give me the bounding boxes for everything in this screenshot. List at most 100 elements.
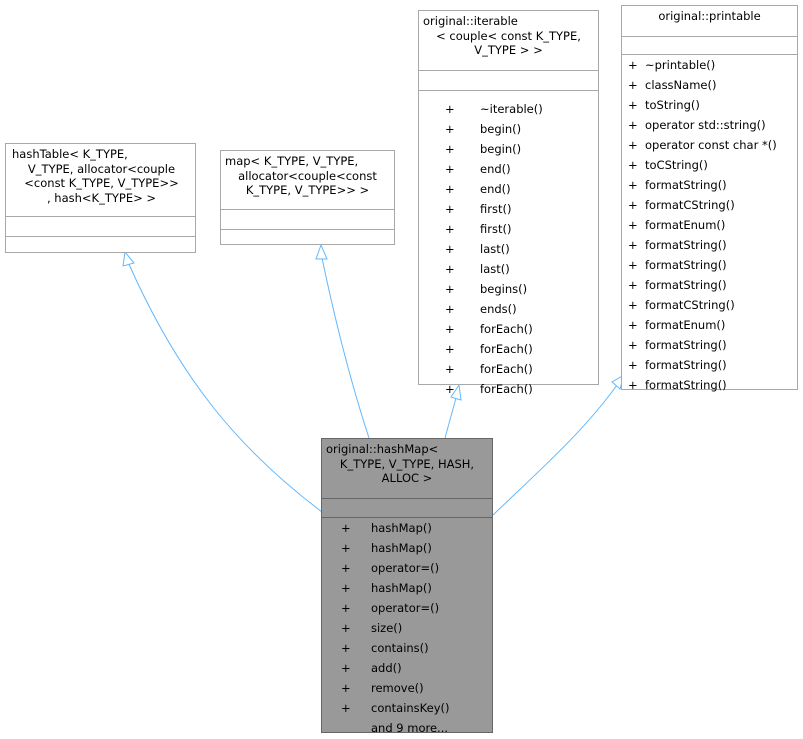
visibility-marker: + (628, 138, 638, 152)
printable-member-row[interactable]: +toString() (622, 95, 797, 115)
attributes-section (6, 216, 195, 236)
printable-member-row[interactable]: +toCString() (622, 155, 797, 175)
printable-member-row[interactable]: +~printable() (622, 55, 797, 75)
hashmap-member-row[interactable]: +add() (322, 658, 492, 678)
visibility-marker: + (341, 541, 351, 555)
visibility-marker: + (445, 222, 455, 236)
printable-member-row[interactable]: +className() (622, 75, 797, 95)
visibility-marker: + (445, 262, 455, 276)
class-box-printable[interactable]: original::printable +~printable()+classN… (621, 5, 798, 392)
member-name: and 9 more... (371, 721, 449, 735)
printable-member-row[interactable]: +formatCString() (622, 295, 797, 315)
visibility-marker: + (445, 202, 455, 216)
iterable-member-row[interactable]: +end() (419, 179, 598, 199)
iterable-member-row[interactable]: + ends() (419, 299, 598, 319)
iterable-member-row[interactable]: + last() (419, 239, 598, 259)
iterable-member-row[interactable]: +end() (419, 159, 598, 179)
member-name: formatString() (645, 238, 727, 252)
iterable-member-row[interactable]: + forEach() (419, 359, 598, 379)
printable-member-row[interactable]: +formatCString() (622, 195, 797, 215)
iterable-member-row[interactable]: + begin() (419, 119, 598, 139)
class-box-hashtable[interactable]: hashTable< K_TYPE, V_TYPE, allocator<cou… (5, 143, 196, 253)
printable-member-row[interactable]: +formatEnum() (622, 315, 797, 335)
member-name: begin() (480, 142, 522, 156)
printable-member-row[interactable]: + operator std::string() (622, 115, 797, 135)
iterable-member-row[interactable]: +begins() (419, 279, 598, 299)
visibility-marker: + (445, 302, 455, 316)
visibility-marker: + (445, 382, 455, 396)
iterable-member-row[interactable]: +first() (419, 199, 598, 219)
iterable-member-row[interactable]: +first() (419, 219, 598, 239)
iterable-member-row[interactable]: +forEach() (419, 319, 598, 339)
hashmap-member-row[interactable]: +hashMap() (322, 518, 492, 538)
member-name: forEach() (480, 382, 533, 396)
class-box-hashmap[interactable]: original::hashMap< K_TYPE, V_TYPE, HASH,… (321, 438, 493, 735)
visibility-marker: + (445, 102, 455, 116)
member-name: operator=() (371, 601, 440, 615)
hashmap-member-row[interactable]: + hashMap() (322, 538, 492, 558)
iterable-member-row[interactable]: + forEach() (419, 379, 598, 399)
printable-member-row[interactable]: +formatString() (622, 375, 797, 395)
printable-member-row[interactable]: +formatString() (622, 175, 797, 195)
visibility-marker: + (628, 98, 638, 112)
printable-member-row[interactable]: +formatEnum() (622, 215, 797, 235)
title-line: K_TYPE, V_TYPE>> > (245, 183, 370, 197)
visibility-marker: + (445, 242, 455, 256)
member-name: begin() (480, 122, 522, 136)
member-name: operator std::string() (645, 118, 766, 132)
member-name: forEach() (480, 362, 533, 376)
title-line: V_TYPE, allocator<couple (27, 161, 176, 176)
title-line: , hash<K_TYPE> > (46, 190, 157, 205)
member-name: last() (480, 242, 510, 256)
printable-member-row[interactable]: +formatString() (622, 255, 797, 275)
edge-hashmap-to-printable (492, 384, 618, 516)
visibility-marker: + (628, 358, 638, 372)
member-name: formatString() (645, 258, 727, 272)
class-box-map[interactable]: map< K_TYPE, V_TYPE, allocator<couple<co… (220, 150, 395, 245)
class-title-hashmap: original::hashMap< K_TYPE, V_TYPE, HASH,… (322, 439, 492, 498)
iterable-member-row[interactable]: +last() (419, 259, 598, 279)
member-name: ~printable() (645, 58, 716, 72)
hashmap-member-row[interactable]: +remove() (322, 678, 492, 698)
member-name: formatEnum() (645, 218, 726, 232)
visibility-marker: + (445, 142, 455, 156)
hashmap-member-row[interactable]: +size() (322, 618, 492, 638)
title-line: original::printable (658, 9, 761, 23)
hashmap-member-row[interactable]: +containsKey() (322, 698, 492, 718)
member-name: ends() (480, 302, 517, 316)
attributes-section (322, 498, 492, 517)
printable-member-row[interactable]: +formatString() (622, 235, 797, 255)
hashmap-member-row[interactable]: +hashMap() (322, 578, 492, 598)
attributes-section (622, 36, 797, 54)
title-line: V_TYPE > > (474, 43, 543, 57)
visibility-marker: + (445, 122, 455, 136)
iterable-member-row[interactable]: +~iterable() (419, 99, 598, 119)
hashmap-member-row[interactable]: and 9 more... (322, 718, 492, 738)
member-name: hashMap() (371, 581, 432, 595)
printable-member-row[interactable]: +formatString() (622, 355, 797, 375)
methods-section: +~printable()+className()+toString()+ope… (622, 54, 797, 395)
title-line: allocator<couple<const (238, 168, 377, 183)
member-name: hashMap() (371, 541, 432, 555)
title-line: <const K_TYPE, V_TYPE>> (24, 176, 179, 190)
visibility-marker: + (445, 342, 455, 356)
member-name: contains() (371, 641, 429, 655)
inheritance-arrowhead (122, 250, 135, 267)
iterable-member-row[interactable]: +forEach() (419, 339, 598, 359)
edge-hashmap-to-map (321, 257, 370, 439)
member-name: formatCString() (645, 298, 735, 312)
member-name: formatEnum() (645, 318, 726, 332)
hashmap-member-row[interactable]: +operator=() (322, 558, 492, 578)
iterable-member-row[interactable]: + begin() (419, 139, 598, 159)
hashmap-member-row[interactable]: +contains() (322, 638, 492, 658)
visibility-marker: + (628, 78, 638, 92)
printable-member-row[interactable]: +formatString() (622, 275, 797, 295)
visibility-marker: + (628, 118, 638, 132)
hashmap-member-row[interactable]: +operator=() (322, 598, 492, 618)
printable-member-row[interactable]: +operator const char *() (622, 135, 797, 155)
member-name: end() (480, 182, 511, 196)
member-name: operator=() (371, 561, 440, 575)
printable-member-row[interactable]: +formatString() (622, 335, 797, 355)
class-box-iterable[interactable]: original::iterable < couple< const K_TYP… (418, 10, 599, 396)
visibility-marker: + (445, 362, 455, 376)
